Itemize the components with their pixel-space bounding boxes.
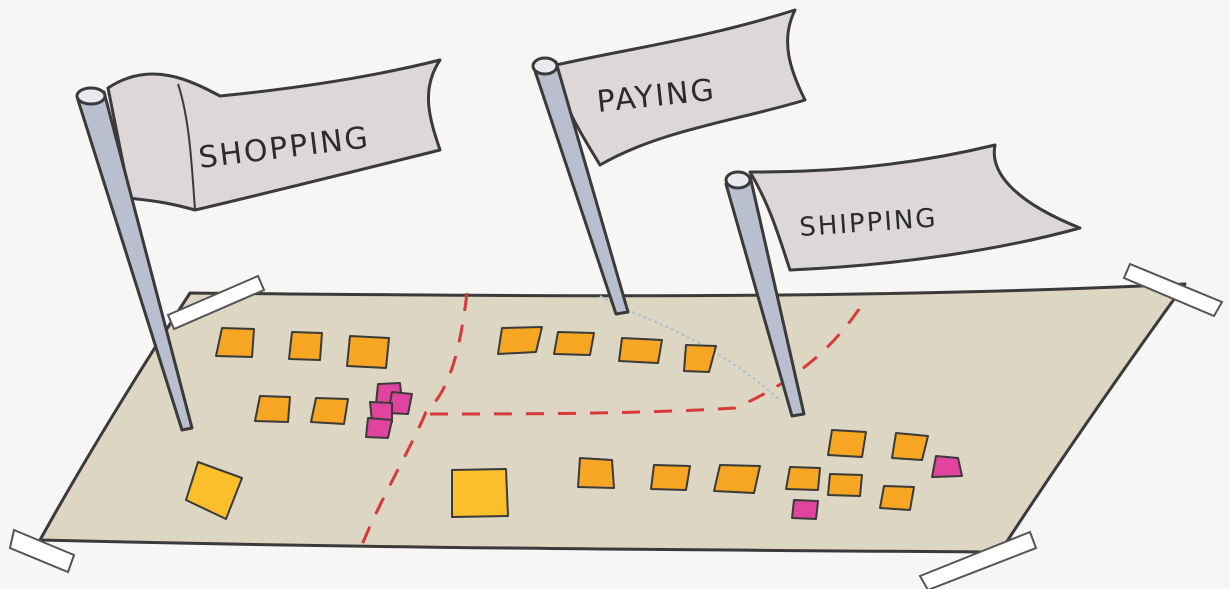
- sticky-note: [311, 398, 348, 424]
- sticky-note: [786, 467, 820, 490]
- sticky-note: [828, 430, 866, 457]
- sticky-note: [498, 327, 542, 354]
- flag-pole-top: [77, 88, 105, 104]
- flag-pole-top: [533, 58, 557, 74]
- sticky-note: [255, 396, 290, 422]
- sticky-note: [792, 500, 818, 519]
- sticky-note: [578, 458, 614, 488]
- sticky-note: [366, 418, 392, 438]
- sticky-note: [932, 456, 962, 477]
- sticky-note: [452, 469, 508, 517]
- sticky-note: [651, 465, 690, 490]
- flag-pole-top: [726, 172, 750, 188]
- sticky-note: [892, 433, 928, 460]
- sticky-note: [554, 332, 594, 355]
- sticky-note: [216, 328, 254, 357]
- sticky-note: [347, 336, 389, 368]
- sticky-note: [619, 338, 662, 363]
- sticky-note: [828, 474, 862, 496]
- sticky-note: [714, 465, 760, 493]
- sticky-note: [289, 332, 322, 360]
- sticky-note: [880, 486, 914, 510]
